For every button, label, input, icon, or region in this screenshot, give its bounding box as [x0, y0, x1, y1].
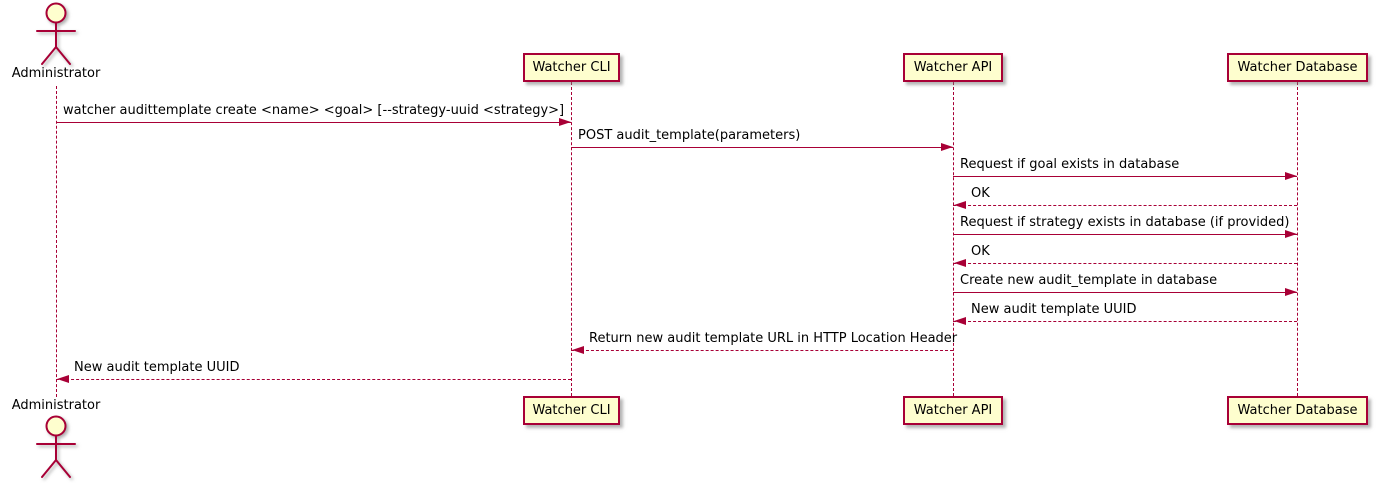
message-label-9: New audit template UUID — [74, 360, 240, 375]
person-icon — [36, 2, 76, 65]
lifeline-cli — [571, 82, 572, 396]
participant-db-top: Watcher Database — [1227, 53, 1368, 82]
participant-label: Watcher API — [913, 403, 993, 418]
participant-label: Watcher API — [913, 60, 993, 75]
arrowhead-right-icon — [1285, 172, 1297, 180]
participant-cli-top: Watcher CLI — [523, 53, 620, 82]
arrowhead-right-icon — [1285, 230, 1297, 238]
lifeline-administrator — [56, 86, 57, 397]
message-line-8 — [571, 350, 953, 351]
participant-db-bottom: Watcher Database — [1227, 396, 1368, 425]
arrowhead-left-icon — [954, 317, 966, 325]
message-line-2 — [953, 176, 1297, 177]
participant-api-top: Watcher API — [903, 53, 1003, 82]
actor-label: Administrator — [11, 398, 101, 413]
actor-administrator-top: Administrator — [6, 2, 106, 81]
message-label-2: Request if goal exists in database — [960, 157, 1180, 172]
lifeline-api — [953, 82, 954, 396]
arrowhead-left-icon — [57, 375, 69, 383]
message-label-7: New audit template UUID — [971, 302, 1137, 317]
lifeline-db — [1297, 82, 1298, 396]
arrowhead-right-icon — [941, 143, 953, 151]
message-label-8: Return new audit template URL in HTTP Lo… — [589, 331, 958, 346]
message-label-5: OK — [971, 244, 990, 259]
actor-administrator-bottom: Administrator — [6, 398, 106, 481]
message-line-7 — [953, 321, 1297, 322]
message-line-0 — [56, 122, 571, 123]
message-line-1 — [571, 147, 953, 148]
message-line-6 — [953, 292, 1297, 293]
message-label-1: POST audit_template(parameters) — [578, 128, 801, 143]
participant-label: Watcher CLI — [532, 403, 611, 418]
participant-label: Watcher CLI — [532, 60, 611, 75]
arrowhead-left-icon — [572, 346, 584, 354]
message-label-3: OK — [971, 186, 990, 201]
participant-label: Watcher Database — [1237, 403, 1358, 418]
person-icon — [36, 415, 76, 478]
message-label-4: Request if strategy exists in database (… — [960, 215, 1290, 230]
message-label-6: Create new audit_template in database — [960, 273, 1218, 288]
actor-label: Administrator — [11, 66, 101, 81]
message-line-4 — [953, 234, 1297, 235]
participant-label: Watcher Database — [1237, 60, 1358, 75]
arrowhead-right-icon — [559, 118, 571, 126]
arrowhead-left-icon — [954, 259, 966, 267]
message-line-5 — [953, 263, 1297, 264]
message-label-0: watcher audittemplate create <name> <goa… — [63, 103, 565, 118]
message-line-3 — [953, 205, 1297, 206]
arrowhead-left-icon — [954, 201, 966, 209]
arrowhead-right-icon — [1285, 288, 1297, 296]
participant-api-bottom: Watcher API — [903, 396, 1003, 425]
message-line-9 — [56, 379, 571, 380]
participant-cli-bottom: Watcher CLI — [523, 396, 620, 425]
